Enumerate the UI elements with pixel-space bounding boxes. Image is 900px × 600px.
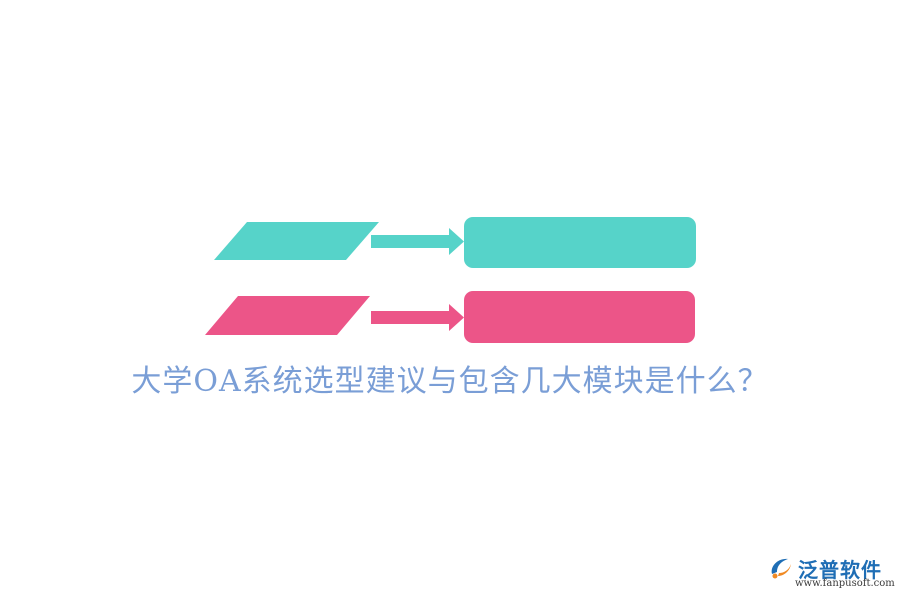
page-title: 大学OA系统选型建议与包含几大模块是什么？ bbox=[131, 364, 769, 399]
pink-parallelogram bbox=[205, 296, 370, 335]
teal-arrow-shaft bbox=[371, 235, 451, 248]
diagram-row-1 bbox=[0, 214, 900, 274]
row-2-shapes bbox=[205, 291, 695, 343]
logo-swoosh-orange bbox=[778, 564, 791, 576]
brand-logo-icon bbox=[771, 558, 791, 579]
pink-arrow-head bbox=[449, 304, 464, 331]
diagram-row-2 bbox=[0, 288, 900, 348]
brand-name: 泛普软件 bbox=[798, 558, 882, 582]
row-1-shapes bbox=[214, 217, 696, 268]
teal-arrow-head bbox=[449, 228, 464, 255]
brand-url: www.fanpusoft.com bbox=[795, 578, 895, 589]
teal-parallelogram bbox=[214, 222, 379, 260]
logo-dot bbox=[772, 573, 778, 579]
pink-result-box bbox=[464, 291, 695, 343]
brand-watermark: 泛普软件 www.fanpusoft.com bbox=[768, 552, 895, 592]
pink-arrow-shaft bbox=[371, 311, 451, 324]
teal-result-box bbox=[464, 217, 696, 268]
logo-swoosh-blue bbox=[771, 558, 788, 574]
